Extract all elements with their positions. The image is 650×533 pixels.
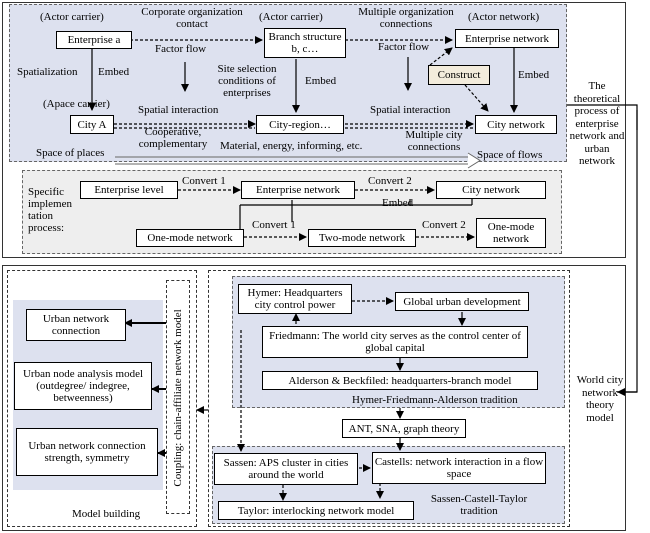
embed-label-1: Embed — [98, 66, 130, 78]
castells-box: Castells: network interaction in a flow … — [372, 452, 546, 484]
cooperative-label: Cooperative, complementary — [138, 126, 208, 150]
coupling-label: Coupling: chain-affiliate network model — [172, 309, 184, 487]
world-city-model-label: World city network theory model — [576, 374, 624, 424]
hfa-tradition-label: Hymer-Friedmann-Alderson tradition — [352, 394, 518, 406]
theory-panel — [208, 270, 570, 527]
multiple-org-label: Multiple organization connections — [358, 6, 454, 30]
urban-network-strength-box: Urban network connection strength, symme… — [16, 428, 158, 476]
multiple-city-label: Multiple city connections — [405, 129, 463, 153]
convert-1-label-a: Convert 1 — [182, 175, 226, 187]
spatial-interaction-label-1: Spatial interaction — [138, 104, 219, 116]
one-mode-network-box-2: One-mode network — [476, 218, 546, 248]
enterprise-network-box-2: Enterprise network — [241, 181, 355, 199]
coupling-box — [166, 280, 190, 514]
convert-2-label-a: Convert 2 — [368, 175, 412, 187]
space-of-flows-label: Space of flows — [477, 149, 543, 161]
apace-carrier-label: (Apace carrier) — [43, 98, 110, 110]
sassen-box: Sassen: APS cluster in cities around the… — [214, 453, 358, 485]
city-network-box-2: City network — [436, 181, 546, 199]
ant-sna-box: ANT, SNA, graph theory — [342, 419, 466, 438]
embed-label-3: Embed — [518, 69, 550, 81]
alderson-box: Alderson & Beckfiled: headquarters-branc… — [262, 371, 538, 390]
theoretical-process-label: The theoretical process of enterprise ne… — [569, 80, 625, 167]
taylor-box: Taylor: interlocking network model — [218, 501, 414, 520]
city-region-box: City-region… — [256, 115, 344, 134]
corporate-contact-label: Corporate organization contact — [141, 6, 243, 30]
embed-label-2: Embed — [305, 75, 337, 87]
material-label: Material, energy, informing, etc. — [220, 140, 363, 152]
city-network-box: City network — [475, 115, 557, 134]
friedmann-box: Friedmann: The world city serves as the … — [262, 326, 528, 358]
specific-process-label: Specific implemen tation process: — [28, 186, 72, 234]
factor-flow-label-1: Factor flow — [155, 43, 207, 55]
actor-carrier-label-1: (Actor carrier) — [40, 11, 104, 23]
city-a-box: City A — [70, 115, 114, 134]
site-selection-label: Site selection conditions of enterprises — [217, 63, 277, 99]
sct-tradition-label: Sassen-Castell-Taylor tradition — [430, 493, 528, 517]
enterprise-a-box: Enterprise a — [56, 31, 132, 49]
convert-1-label-b: Convert 1 — [252, 219, 296, 231]
one-mode-network-box: One-mode network — [136, 229, 244, 247]
space-of-places-label: Space of places — [36, 147, 105, 159]
factor-flow-label-2: Factor flow — [378, 41, 430, 53]
two-mode-network-box: Two-mode network — [308, 229, 416, 247]
spatial-interaction-label-2: Spatial interaction — [370, 104, 451, 116]
global-urban-box: Global urban development — [395, 292, 529, 311]
urban-node-analysis-box: Urban node analysis model (outdegree/ in… — [14, 362, 152, 410]
actor-network-label: (Actor network) — [468, 11, 540, 23]
model-building-panel — [7, 270, 197, 527]
model-building-label: Model building — [72, 508, 141, 520]
enterprise-network-box: Enterprise network — [455, 29, 559, 48]
enterprise-level-box: Enterprise level — [80, 181, 178, 199]
top-outer-frame — [2, 2, 626, 258]
urban-network-connection-box: Urban network connection — [26, 309, 126, 341]
hymer-box: Hymer: Headquarters city control power — [238, 284, 352, 314]
construct-box: Construct — [428, 65, 490, 85]
bottom-outer-frame — [2, 265, 626, 531]
branch-structure-box: Branch structure b, c… — [264, 28, 346, 58]
actor-carrier-label-2: (Actor carrier) — [259, 11, 323, 23]
spatialization-label: Spatialization — [17, 66, 78, 78]
embed-label-4: Embed — [382, 197, 414, 209]
convert-2-label-b: Convert 2 — [422, 219, 466, 231]
